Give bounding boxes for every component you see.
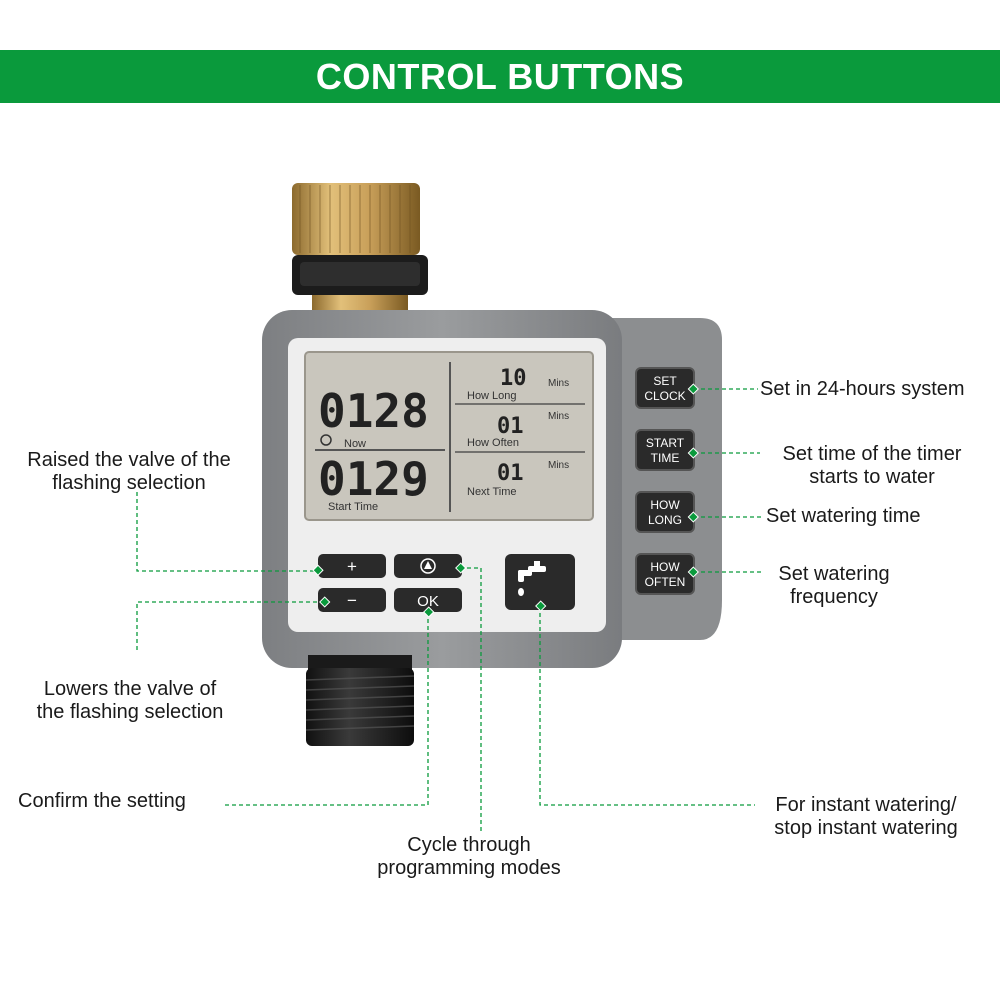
ok-button[interactable]: OK — [394, 588, 462, 612]
faucet-icon — [518, 561, 546, 596]
start-time-button[interactable]: START TIME — [635, 429, 695, 471]
lcd-start-time: 0129 — [318, 452, 429, 506]
annotation-lower: Lowers the valve of the flashing selecti… — [36, 678, 224, 723]
how-long-button[interactable]: HOW LONG — [635, 491, 695, 533]
page-title: CONTROL BUTTONS — [315, 55, 685, 97]
plus-button[interactable]: + — [318, 554, 386, 578]
svg-text:HOW: HOW — [650, 560, 680, 574]
annotation-set-clock: Set in 24-hours system — [760, 378, 965, 400]
lcd-now-time: 0128 — [318, 384, 429, 438]
svg-text:HOW: HOW — [650, 498, 680, 512]
annotation-instant: For instant watering/ stop instant water… — [774, 794, 958, 839]
annotation-how-often: Set watering frequency — [778, 563, 890, 608]
set-clock-button[interactable]: SET CLOCK — [635, 367, 695, 409]
svg-text:SET: SET — [653, 374, 677, 388]
outlet-thread — [305, 655, 415, 746]
annotation-cycle: Cycle through programming modes — [377, 834, 561, 879]
lcd-next-time-unit: Mins — [548, 460, 569, 471]
clock-icon — [320, 434, 332, 446]
minus-button[interactable]: − — [318, 588, 386, 612]
annotation-confirm: Confirm the setting — [18, 790, 186, 812]
annotation-start-time: Set time of the timer starts to water — [782, 443, 962, 488]
svg-text:OFTEN: OFTEN — [645, 575, 686, 589]
mode-button[interactable] — [394, 554, 462, 578]
lcd-next-time-value: 01 — [497, 461, 524, 486]
leader-plus — [136, 492, 318, 572]
annotation-how-long: Set watering time — [766, 505, 921, 527]
annotation-raise: Raised the valve of the flashing selecti… — [27, 449, 231, 494]
leader-lines — [136, 388, 764, 834]
lcd-how-often-unit: Mins — [548, 411, 569, 422]
lcd-how-often-value: 01 — [497, 414, 524, 439]
header-banner: CONTROL BUTTONS — [0, 50, 1000, 103]
how-often-button[interactable]: HOW OFTEN — [635, 553, 695, 595]
leader-ok — [225, 612, 429, 806]
svg-text:START: START — [646, 436, 685, 450]
lcd-how-long-value: 10 — [500, 366, 527, 391]
leader-manual — [539, 606, 755, 806]
svg-text:LONG: LONG — [648, 513, 682, 527]
brass-inlet — [292, 183, 428, 315]
lcd-how-often-label: How Often — [467, 437, 519, 449]
leader-mode — [460, 567, 482, 834]
lcd-next-time-label: Next Time — [467, 486, 517, 498]
lcd-how-long-unit: Mins — [548, 378, 569, 389]
lcd-now-label: Now — [344, 438, 366, 450]
leader-minus — [136, 601, 324, 650]
plus-label: + — [347, 557, 357, 576]
manual-water-button[interactable] — [505, 554, 575, 610]
lcd-start-label: Start Time — [328, 501, 378, 513]
minus-label: − — [347, 591, 357, 610]
ok-label: OK — [417, 593, 439, 610]
cycle-icon — [420, 558, 436, 574]
svg-text:TIME: TIME — [651, 451, 680, 465]
svg-text:CLOCK: CLOCK — [644, 389, 685, 403]
lcd-how-long-label: How Long — [467, 390, 517, 402]
